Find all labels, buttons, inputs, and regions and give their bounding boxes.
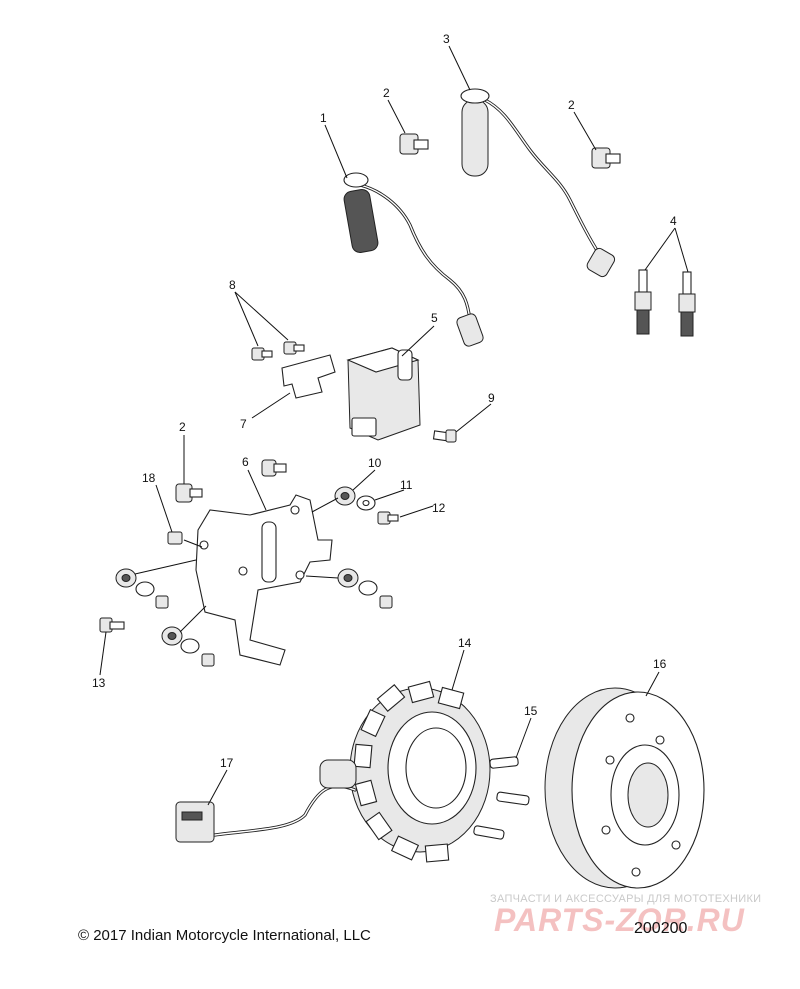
grommet-right — [337, 568, 393, 609]
callout-6: 6 — [242, 455, 249, 469]
callout-13: 13 — [92, 676, 106, 690]
stator-harness-17 — [175, 759, 357, 843]
washer-11 — [356, 495, 376, 511]
ignition-coil-wire-3 — [460, 88, 616, 278]
callout-1: 1 — [320, 111, 327, 125]
grommet-left — [115, 568, 169, 609]
bolt-12 — [377, 511, 399, 525]
spark-plug-right — [678, 271, 696, 337]
callout-12: 12 — [432, 501, 446, 515]
callout-14: 14 — [458, 636, 472, 650]
callout-10: 10 — [368, 456, 382, 470]
screw-9 — [432, 429, 457, 443]
callout-5: 5 — [431, 311, 438, 325]
callout-17: 17 — [220, 756, 234, 770]
flywheel-16 — [544, 687, 705, 889]
callout-9: 9 — [488, 391, 495, 405]
bolt-2-bracket — [175, 483, 203, 503]
ignition-coil-5 — [346, 347, 421, 441]
grommet-lower — [161, 626, 215, 667]
bolt-bracket-top — [261, 459, 287, 477]
diagram-number: 200200 — [634, 920, 688, 937]
bolt-2-top-right — [591, 147, 621, 169]
callout-11: 11 — [400, 478, 413, 492]
callout-8: 8 — [229, 278, 236, 292]
callout-2-bracket: 2 — [179, 420, 186, 434]
grommet-10 — [334, 486, 356, 506]
callout-2-top-right: 2 — [568, 98, 575, 112]
sensor-13 — [99, 617, 125, 633]
callout-7: 7 — [240, 417, 247, 431]
coil-bracket-7 — [281, 354, 336, 399]
callout-2-top-left: 2 — [383, 86, 390, 100]
stator-14 — [349, 680, 491, 863]
callout-3: 3 — [443, 32, 450, 46]
bolts-15 — [473, 756, 530, 840]
callout-4: 4 — [670, 214, 677, 228]
ignition-coil-wire-1 — [343, 172, 484, 347]
nut-18 — [167, 531, 183, 545]
callout-18: 18 — [142, 471, 156, 485]
copyright-notice: © 2017 Indian Motorcycle International, … — [78, 927, 371, 944]
bolt-2-top-left — [399, 133, 429, 155]
watermark-logo: PARTS-ZOR.RU — [494, 902, 745, 938]
callout-labels: 1 2 3 2 4 8 5 7 9 2 6 10 18 11 12 13 14 … — [92, 32, 677, 770]
leader-lines — [99, 45, 689, 806]
screw-8-left — [251, 347, 273, 361]
mounting-bracket-6 — [195, 494, 333, 666]
spark-plug-left — [634, 269, 652, 335]
watermark-tagline: ЗАПЧАСТИ И АКСЕССУАРЫ ДЛЯ МОТОТЕХНИКИ — [490, 893, 762, 905]
callout-15: 15 — [524, 704, 538, 718]
callout-16: 16 — [653, 657, 667, 671]
screw-8-right — [283, 341, 305, 355]
